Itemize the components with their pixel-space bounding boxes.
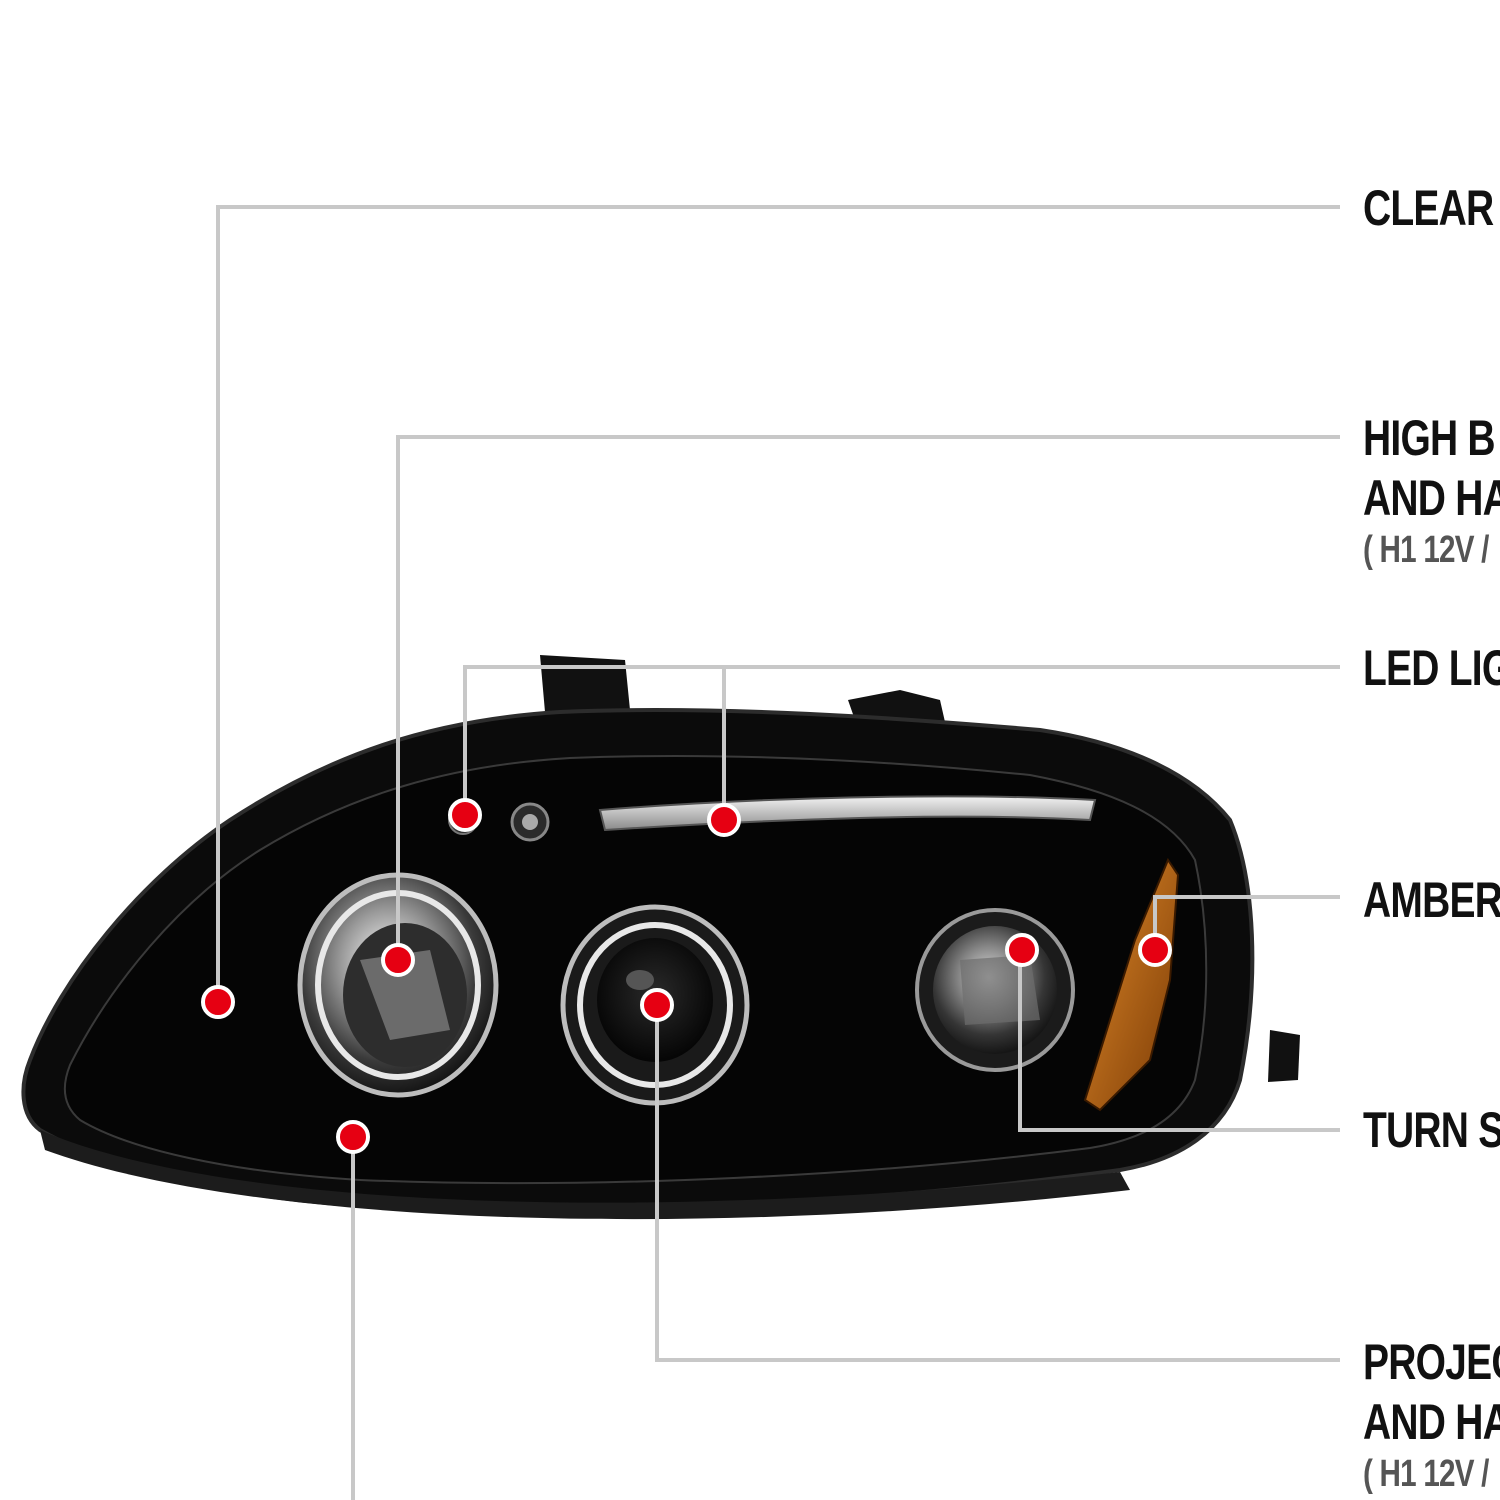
callout-projector-line-1: PROJEC xyxy=(1363,1334,1500,1390)
callout-amber-line-1: AMBER xyxy=(1363,872,1500,928)
leader-clear-lens xyxy=(216,205,1340,1000)
marker-amber xyxy=(1138,933,1172,967)
callout-projector-spec: ( H1 12V / xyxy=(1363,1453,1489,1495)
leader-led-left xyxy=(463,665,1340,815)
leader-turn-signal xyxy=(1018,950,1340,1132)
callout-turn-signal-line-1: TURN S xyxy=(1363,1102,1500,1158)
marker-projector xyxy=(640,988,674,1022)
callout-high-beam-line-2: AND HA xyxy=(1363,470,1500,526)
callout-clear-lens-line-1: CLEAR L xyxy=(1363,180,1500,236)
callout-high-beam-spec: ( H1 12V / xyxy=(1363,529,1489,571)
leader-amber xyxy=(1153,895,1340,950)
callout-led-light-line-1: LED LIG xyxy=(1363,640,1500,696)
callout-high-beam: HIGH B AND HA ( H1 12V / xyxy=(1363,408,1500,572)
leader-projector xyxy=(655,1005,1340,1362)
callout-clear-lens: CLEAR L xyxy=(1363,178,1500,238)
callout-amber: AMBER xyxy=(1363,870,1500,930)
marker-turn-signal xyxy=(1005,933,1039,967)
turn-signal-lamp xyxy=(915,908,1075,1072)
callout-turn-signal: TURN S xyxy=(1363,1100,1500,1160)
marker-led-right xyxy=(707,803,741,837)
marker-bottom xyxy=(336,1120,370,1154)
leader-high-beam xyxy=(396,435,1340,960)
marker-led-left xyxy=(448,798,482,832)
marker-high-beam xyxy=(381,943,415,977)
leader-lines xyxy=(216,205,1340,1500)
callout-projector: PROJEC AND HA ( H1 12V / xyxy=(1363,1332,1500,1496)
callout-high-beam-line-1: HIGH B xyxy=(1363,410,1496,466)
callout-markers xyxy=(201,798,1172,1154)
marker-clear-lens xyxy=(201,985,235,1019)
callout-projector-line-2: AND HA xyxy=(1363,1394,1500,1450)
callout-led-light: LED LIG xyxy=(1363,638,1500,698)
